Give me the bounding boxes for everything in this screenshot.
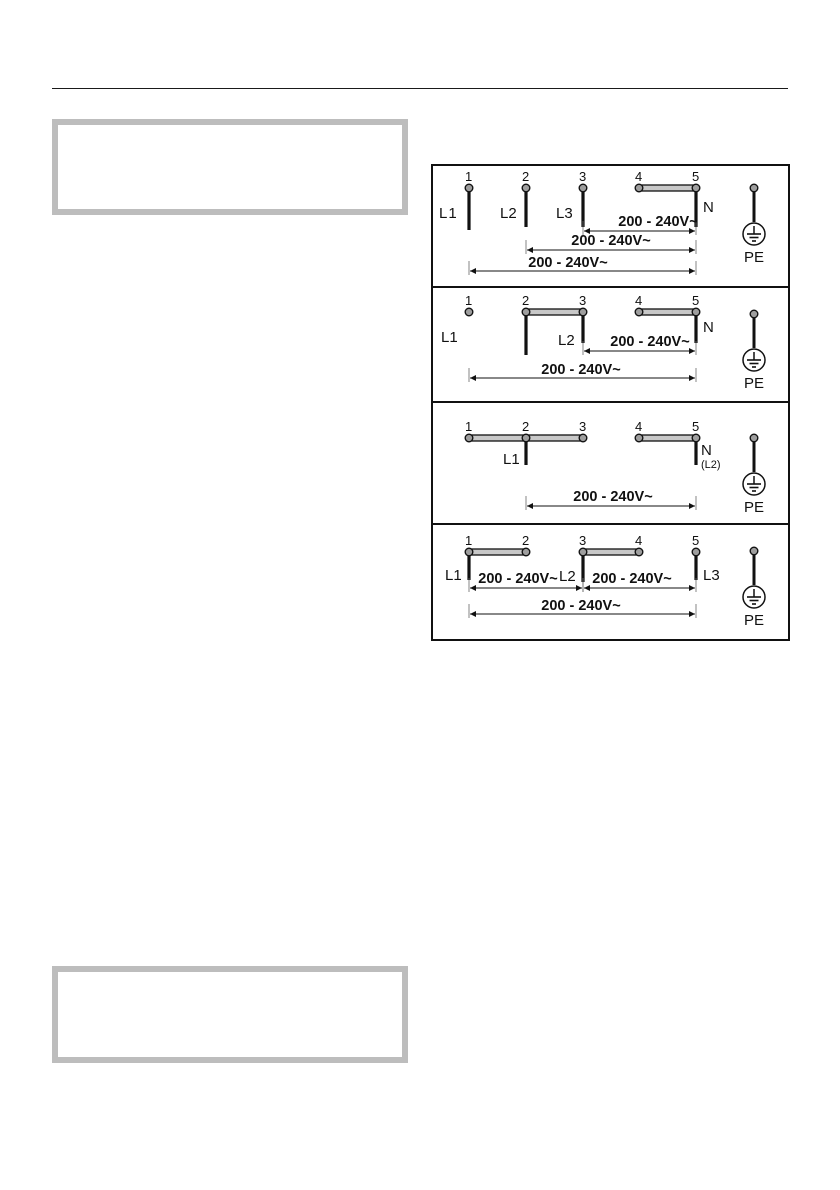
terminal-point <box>578 433 588 443</box>
terminal-number: 1 <box>465 169 472 184</box>
terminal-label: L3 <box>703 567 720 584</box>
earth-terminal-point <box>749 183 759 193</box>
header-rule <box>52 88 788 89</box>
earth-label: PE <box>744 612 764 629</box>
terminal-number: 3 <box>579 169 586 184</box>
earth-label: PE <box>744 499 764 516</box>
terminal-number: 5 <box>692 419 699 434</box>
bridge <box>582 548 640 556</box>
terminal-number: 4 <box>635 293 642 308</box>
panel-a: 1L1 2L2 3L3 4 5N 200 - 240V~ 200 - 240V~ 200 - … <box>439 169 766 275</box>
terminal-label: L1 <box>503 451 520 468</box>
bridge <box>638 308 697 316</box>
terminal-point <box>578 307 588 317</box>
bridge <box>468 548 527 556</box>
voltage-label: 200 - 240V~ <box>573 489 652 505</box>
terminal-point <box>464 433 474 443</box>
terminal-point <box>464 547 474 557</box>
terminal-point <box>691 307 701 317</box>
terminal-point <box>578 183 588 193</box>
terminal-number: 5 <box>692 293 699 308</box>
terminal-number: 2 <box>522 533 529 548</box>
terminal-number: 2 <box>522 169 529 184</box>
bridge <box>638 184 697 192</box>
terminal-point <box>464 307 474 317</box>
terminal-point <box>634 183 644 193</box>
terminal-label: L1 <box>445 567 462 584</box>
terminal-label: L1 <box>439 205 457 222</box>
terminal-point <box>521 183 531 193</box>
terminal-point <box>691 547 701 557</box>
voltage-label: 200 - 240V~ <box>618 214 697 230</box>
terminal-number: 2 <box>522 419 529 434</box>
voltage-label: 200 - 240V~ <box>541 362 620 378</box>
terminal-label: N <box>701 442 712 459</box>
terminal-number: 3 <box>579 533 586 548</box>
terminal-label-note: (L2) <box>701 459 721 471</box>
terminal-point <box>691 433 701 443</box>
terminal-number: 3 <box>579 419 586 434</box>
earth-terminal-point <box>749 433 759 443</box>
earth-terminal-point <box>749 546 759 556</box>
terminal-number: 5 <box>692 533 699 548</box>
panel-c: 1 2L1 3 4 5N(L2) 200 - 240V~ PE <box>464 419 766 516</box>
bridge <box>525 308 584 316</box>
voltage-label: 200 - 240V~ <box>592 571 671 587</box>
terminal-number: 1 <box>465 419 472 434</box>
terminal-number: 3 <box>579 293 586 308</box>
terminal-point <box>578 547 588 557</box>
terminal-number: 1 <box>465 293 472 308</box>
panel-d: 1L1 2 3L2 4 5L3 200 - 240V~ 200 - 240V~ 200 - 2… <box>445 533 766 629</box>
terminal-point <box>521 307 531 317</box>
terminal-label: L2 <box>500 205 517 222</box>
earth-label: PE <box>744 249 764 266</box>
terminal-label: N <box>703 199 714 216</box>
panel-b: 1L1 2 3L2 4 5N 200 - 240V~ 200 - 240V~ PE <box>441 293 766 392</box>
voltage-label: 200 - 240V~ <box>541 598 620 614</box>
terminal-point <box>634 547 644 557</box>
note-box-top <box>52 119 408 215</box>
note-box-bottom <box>52 966 408 1063</box>
terminal-point <box>464 183 474 193</box>
terminal-number: 4 <box>635 533 642 548</box>
bridge <box>638 434 697 442</box>
voltage-label: 200 - 240V~ <box>571 233 650 249</box>
terminal-point <box>521 547 531 557</box>
terminal-number: 2 <box>522 293 529 308</box>
earth-terminal-point <box>749 309 759 319</box>
terminal-number: 1 <box>465 533 472 548</box>
voltage-label: 200 - 240V~ <box>610 334 689 350</box>
terminal-label: L3 <box>556 205 573 222</box>
terminal-point <box>521 433 531 443</box>
terminal-point <box>634 307 644 317</box>
terminal-label: L2 <box>558 332 575 349</box>
terminal-number: 5 <box>692 169 699 184</box>
earth-label: PE <box>744 375 764 392</box>
voltage-label: 200 - 240V~ <box>478 571 557 587</box>
terminal-label: N <box>703 319 714 336</box>
terminal-label: L1 <box>441 329 458 346</box>
voltage-label: 200 - 240V~ <box>528 255 607 271</box>
terminal-label: L2 <box>559 568 576 585</box>
terminal-point <box>634 433 644 443</box>
terminal-point <box>691 183 701 193</box>
terminal-number: 4 <box>635 169 642 184</box>
terminal-number: 4 <box>635 419 642 434</box>
